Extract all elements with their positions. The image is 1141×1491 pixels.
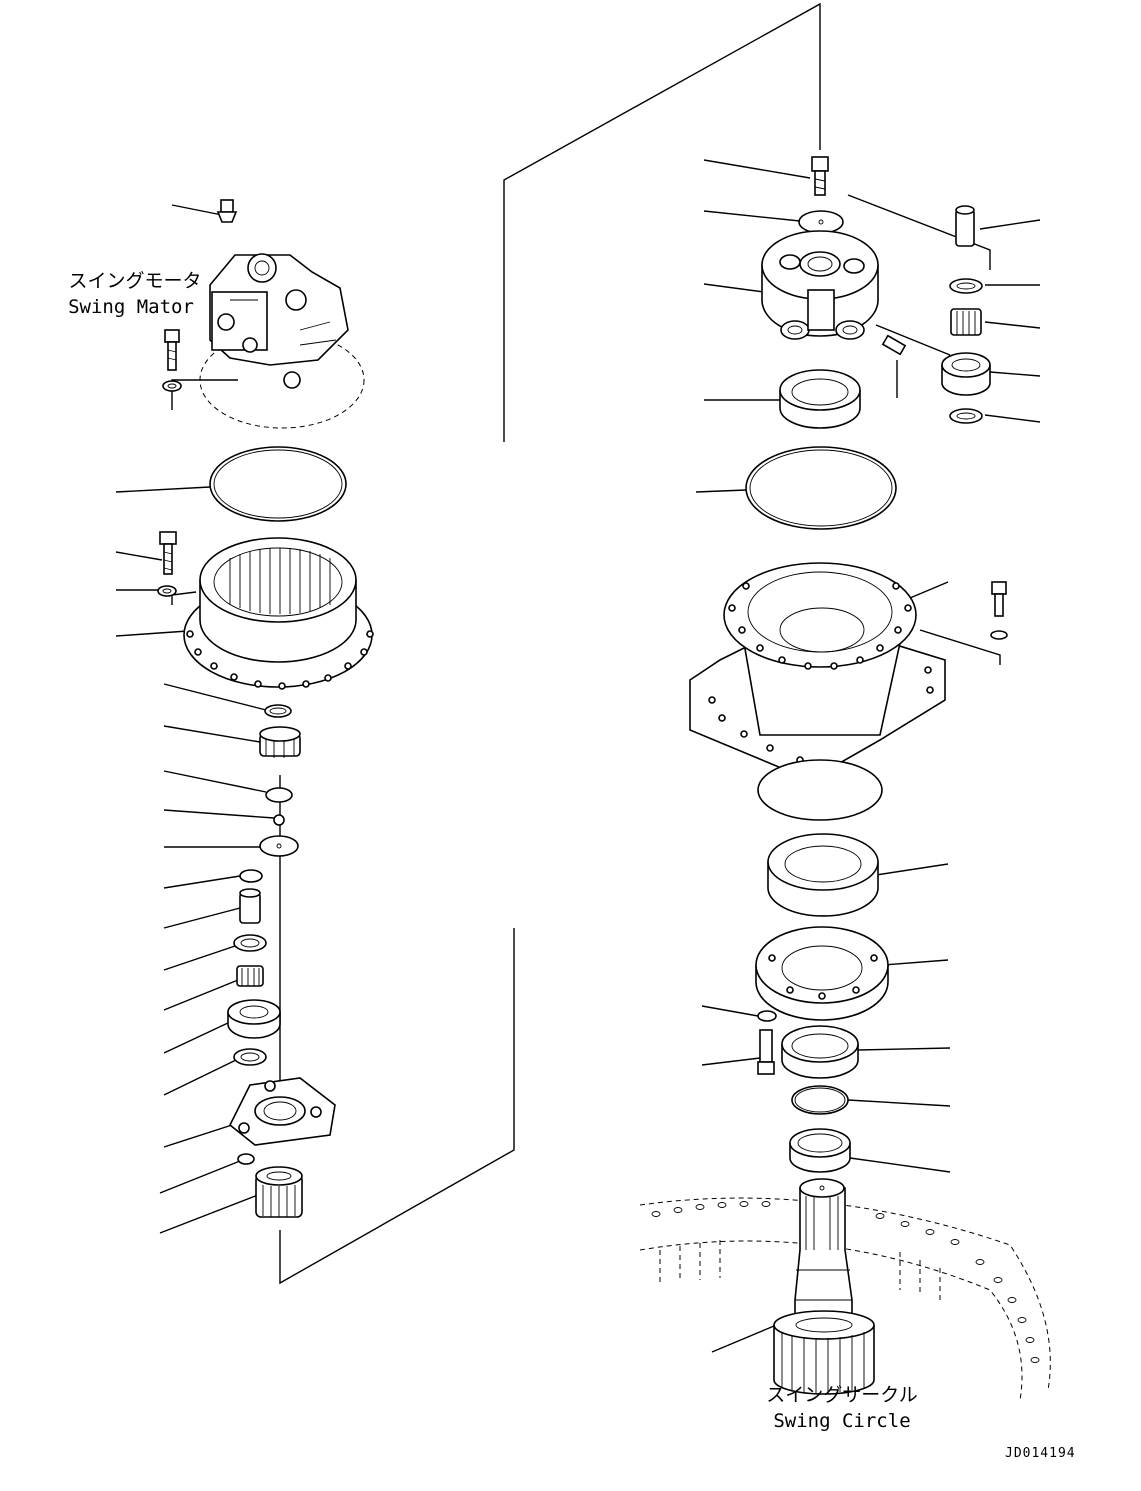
leader-lines-right: [695, 159, 1041, 1353]
drawing-reference-number: JD014194: [1005, 1446, 1076, 1461]
right-parts: [639, 156, 1051, 1401]
swing-circle-label-en: Swing Circle: [773, 1410, 911, 1432]
case-bolt-holes: [708, 582, 934, 764]
swing-motor-label-jp: スイングモータ: [68, 270, 202, 292]
housing-bolt-holes: [186, 630, 374, 690]
connector-lines: [171, 2, 1001, 1285]
ring-gear-teeth: [229, 548, 331, 614]
swing-circle-label-jp: スイングサークル: [766, 1384, 918, 1406]
left-parts: [157, 446, 374, 1218]
swing-motor: [162, 199, 365, 429]
swing-motor-label-en: Swing Mator: [68, 296, 194, 318]
leader-lines-left: [115, 204, 275, 1234]
